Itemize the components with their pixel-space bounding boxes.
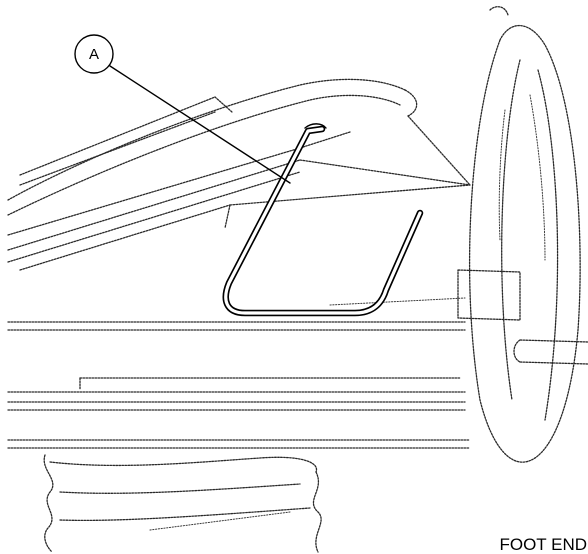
- callout-label: A: [89, 46, 99, 63]
- callout-a: A: [74, 34, 291, 184]
- callout-circle: [74, 34, 114, 74]
- bellows: [43, 454, 322, 553]
- foot-end-wheel: [457, 6, 588, 463]
- foot-end-caption: FOOT END: [499, 535, 587, 554]
- lower-frame: [7, 297, 471, 449]
- upper-frame-rails: [7, 78, 471, 271]
- bracket-a: [222, 123, 424, 317]
